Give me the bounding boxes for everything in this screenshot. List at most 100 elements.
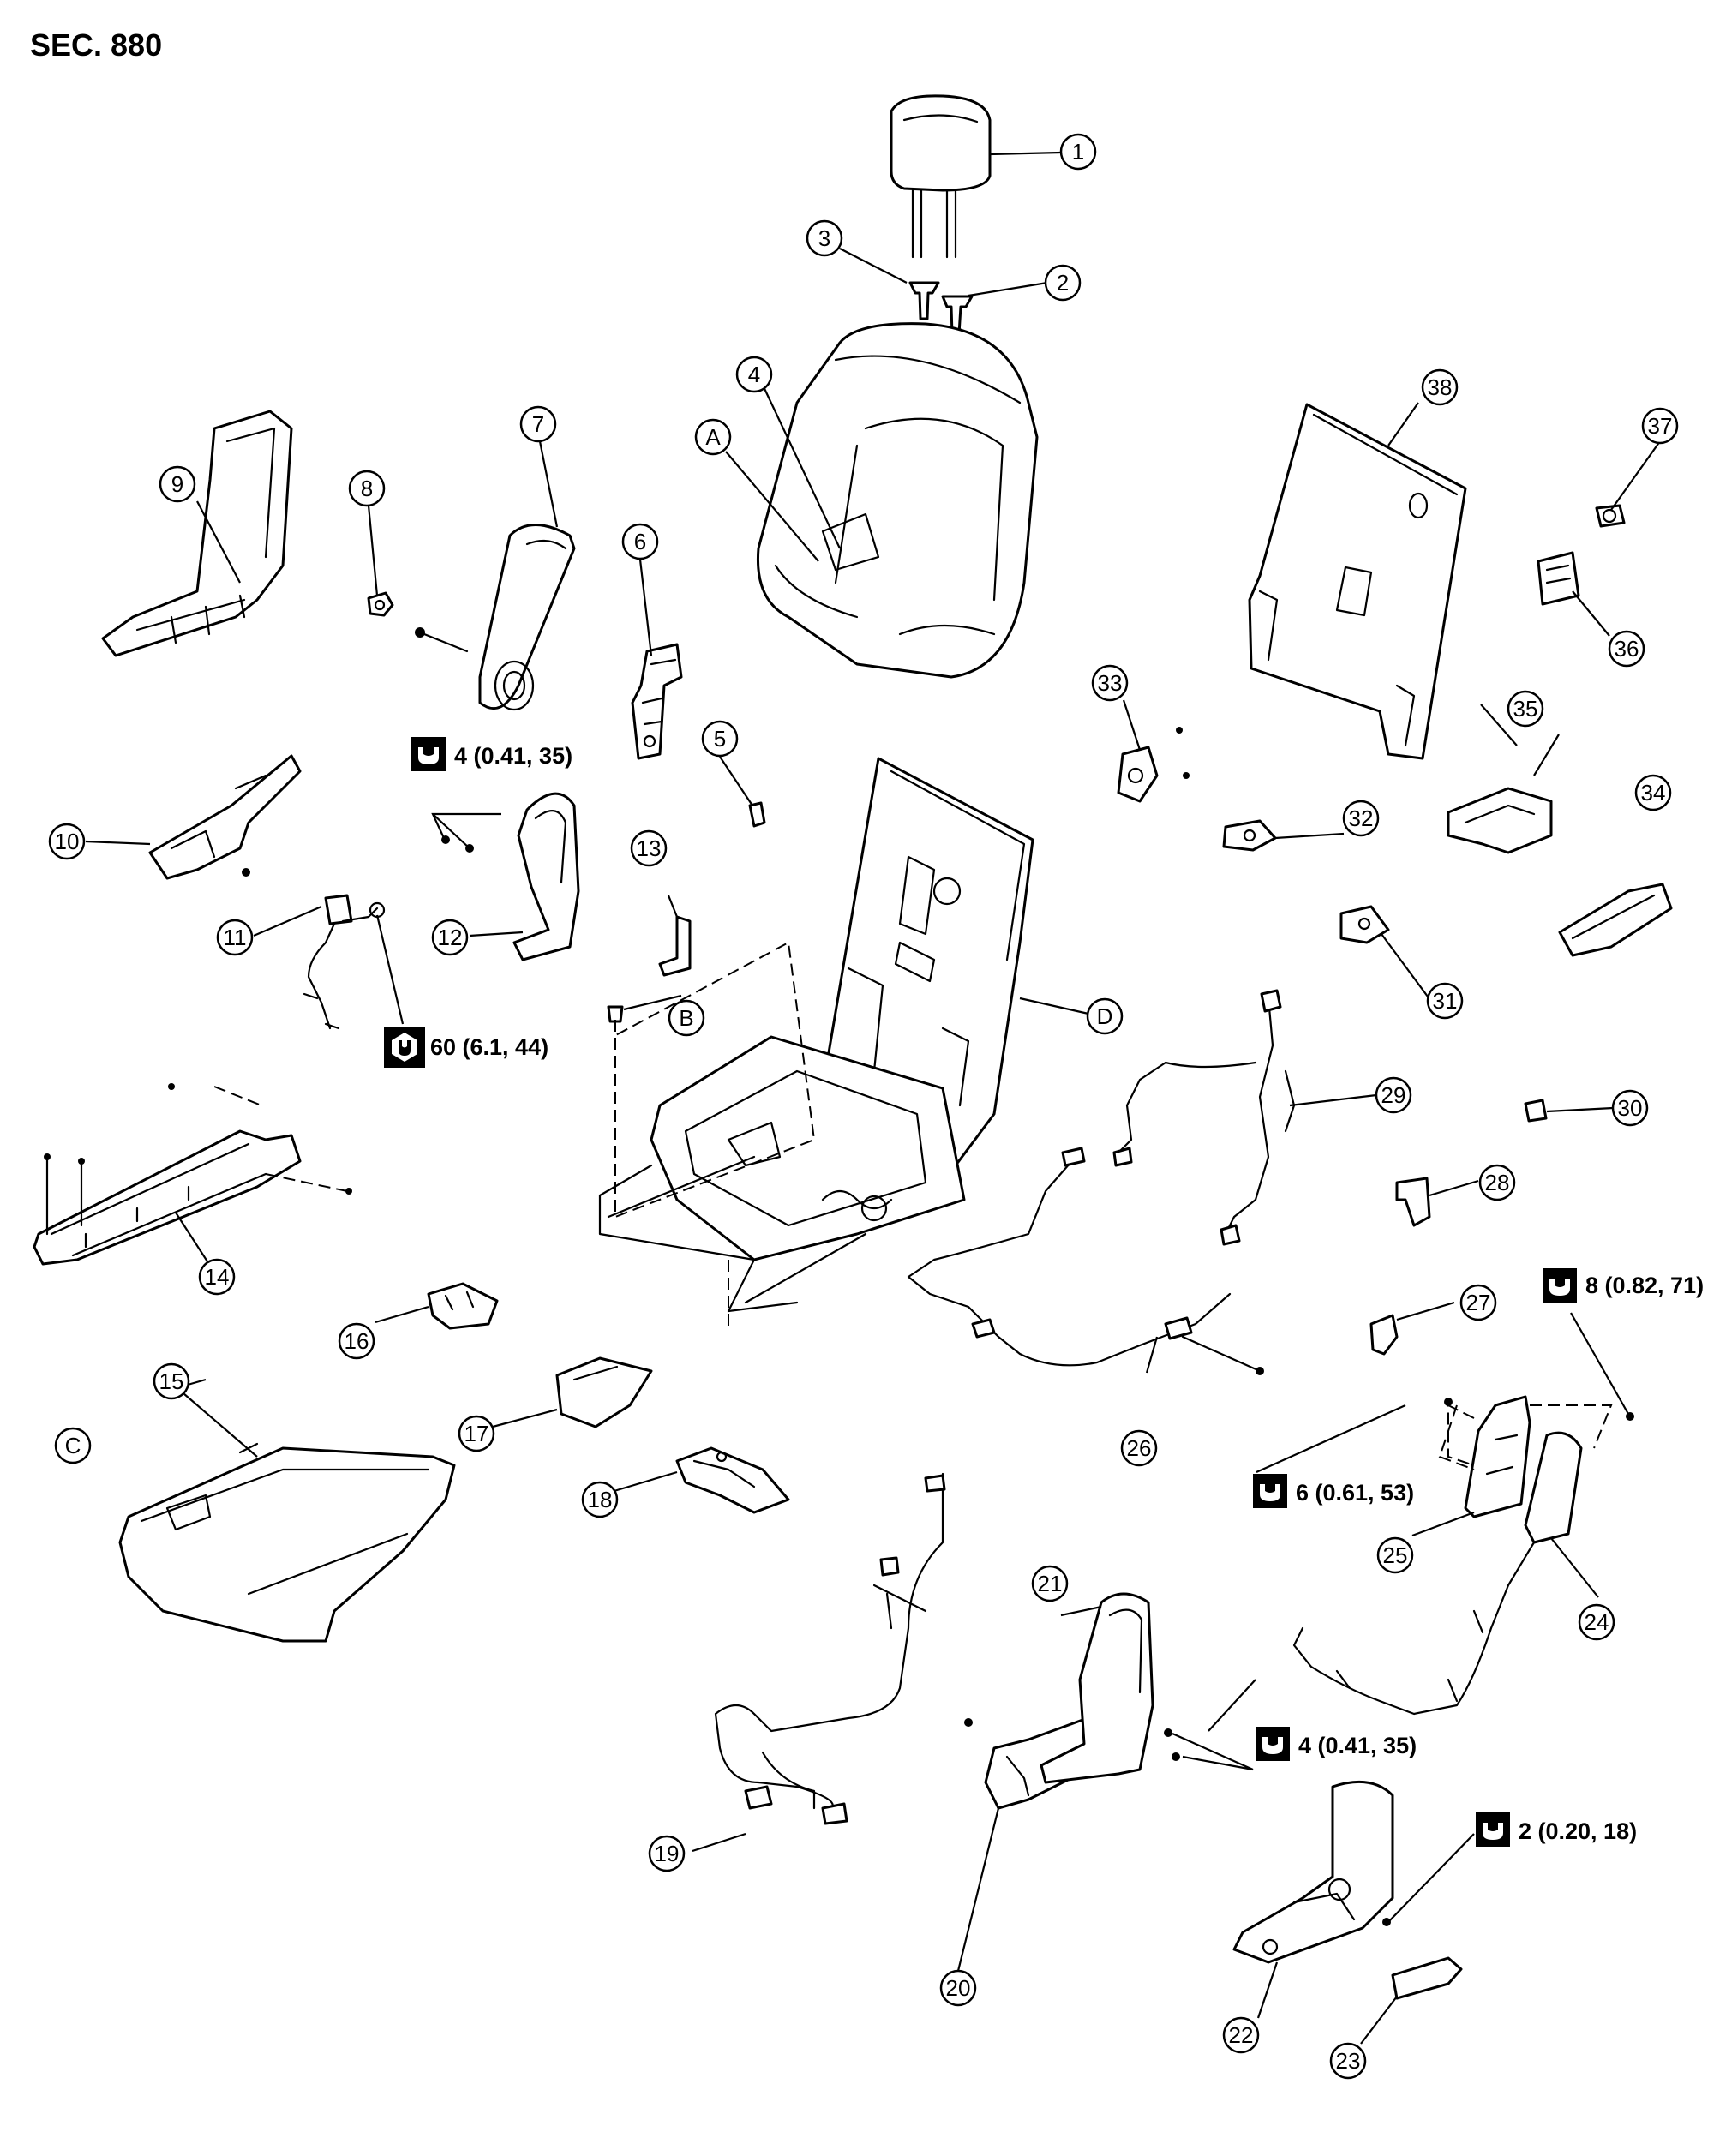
svg-text:17: 17 [464,1421,489,1446]
airbag-module-part [1292,1395,1634,1716]
bracket-part-36 [1537,551,1580,606]
callout-26: 26 [1120,1429,1158,1467]
knob-part-23 [1391,1956,1463,2000]
torque-wrench-icon [411,737,446,771]
nut-part-8 [367,591,394,617]
callout-36: 36 [1608,630,1645,668]
svg-text:12: 12 [438,925,463,950]
seat-slide-trim-part [33,1083,352,1266]
armrest-part [415,524,576,711]
svg-text:4: 4 [748,362,760,387]
torque-spec: 60 (6.1, 44) [430,1034,548,1060]
torque-spec: 8 (0.82, 71) [1585,1273,1704,1298]
svg-text:18: 18 [588,1487,613,1512]
callout-15: 15 [153,1362,190,1400]
callout-12: 12 [431,919,469,956]
seat-cushion-frame-part [598,1035,966,1313]
svg-text:2: 2 [1057,270,1069,296]
callout-30: 30 [1611,1089,1649,1127]
svg-text:8: 8 [361,476,373,501]
svg-text:33: 33 [1098,670,1123,696]
svg-text:25: 25 [1383,1542,1408,1568]
torque-wrench-icon [1256,1727,1290,1761]
svg-text:10: 10 [55,829,80,854]
svg-text:27: 27 [1466,1290,1491,1315]
clip-part-37 [1595,504,1626,528]
svg-text:29: 29 [1381,1082,1406,1108]
svg-text:26: 26 [1127,1435,1152,1461]
callout-24: 24 [1578,1603,1615,1641]
svg-text:36: 36 [1615,636,1639,662]
svg-text:24: 24 [1585,1609,1609,1635]
callout-C: C [54,1427,92,1464]
callout-6: 6 [621,523,659,560]
callout-10: 10 [48,823,86,860]
callout-3: 3 [806,219,843,257]
callout-11: 11 [216,919,254,956]
torque-spec: 2 (0.20, 18) [1519,1818,1637,1844]
callout-1: 1 [1059,133,1097,171]
bolt-b-part [607,1005,624,1023]
svg-text:D: D [1097,1003,1113,1029]
callout-7: 7 [519,405,557,443]
callout-27: 27 [1459,1284,1497,1321]
svg-text:1: 1 [1072,139,1084,165]
callout-D: D [1086,997,1124,1035]
bracket-part-13 [658,915,692,977]
bracket-part-18 [675,1446,790,1514]
svg-text:22: 22 [1229,2022,1254,2048]
svg-text:31: 31 [1433,988,1458,1014]
svg-text:19: 19 [655,1841,680,1866]
callout-5: 5 [701,720,739,758]
side-shield-part-21 [1040,1592,1180,1784]
callout-38: 38 [1421,368,1459,406]
callout-31: 31 [1426,982,1464,1020]
svg-text:16: 16 [345,1328,369,1354]
lower-trim-part-10 [148,754,302,880]
torque-spec: 6 (0.61, 53) [1296,1480,1414,1506]
callout-16: 16 [338,1322,375,1360]
svg-text:6: 6 [634,529,646,554]
svg-text:35: 35 [1513,696,1538,722]
svg-text:11: 11 [224,925,247,950]
svg-text:30: 30 [1618,1095,1643,1121]
torque-nut-icon [384,1027,425,1068]
svg-text:C: C [65,1433,81,1458]
callout-37: 37 [1641,407,1679,445]
seatback-board-part [1248,403,1467,760]
svg-text:15: 15 [159,1368,184,1394]
callout-A: A [694,418,732,456]
svg-text:37: 37 [1648,413,1673,439]
torque-wrench-icon [1476,1812,1510,1847]
trim-part-35 [1447,787,1553,854]
torque-wrench-icon [1253,1474,1287,1508]
seatback-cover-part [756,322,1039,679]
torque-spec: 4 (0.41, 35) [1298,1733,1417,1758]
torque-spec: 4 (0.41, 35) [454,743,572,769]
svg-text:34: 34 [1641,780,1666,806]
callout-4: 4 [735,356,773,393]
callout-33: 33 [1091,664,1129,702]
callout-29: 29 [1375,1076,1412,1114]
clip-part-5 [748,801,766,828]
trim-cap-part-16 [427,1282,499,1330]
svg-text:23: 23 [1336,2048,1361,2074]
callout-8: 8 [348,470,386,507]
callout-18: 18 [581,1481,619,1518]
headrest-guide-parts [908,281,974,336]
callout-35: 35 [1507,690,1544,728]
svg-text:14: 14 [205,1264,230,1290]
callout-21: 21 [1031,1565,1069,1602]
svg-text:B: B [679,1005,693,1031]
headrest-part [890,94,992,259]
bracket-part-33 [1117,727,1190,803]
wiring-harness-part-26 [907,1147,1264,1375]
clip-part-27 [1369,1314,1399,1356]
recliner-motor-part [631,643,683,760]
callout-17: 17 [458,1415,495,1452]
callout-25: 25 [1376,1536,1414,1574]
torque-wrench-icon [1543,1268,1577,1303]
svg-text:7: 7 [532,411,544,437]
cap-part-32 [1222,819,1277,852]
